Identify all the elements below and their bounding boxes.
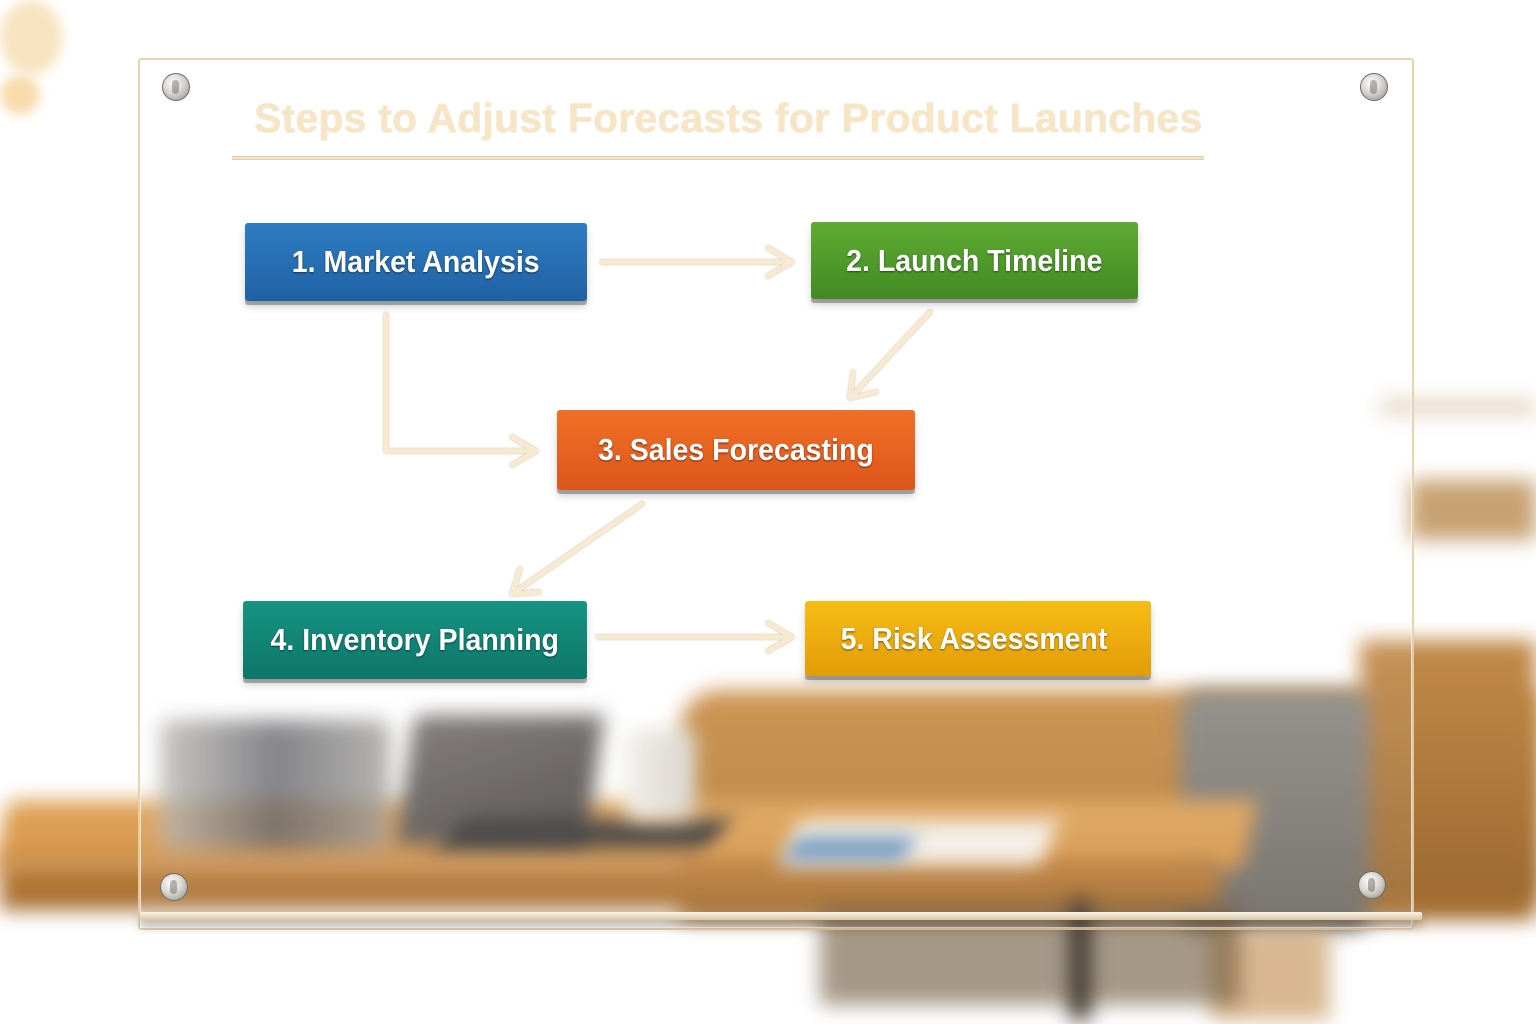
glass-panel (138, 58, 1414, 930)
background-object (1410, 480, 1536, 540)
desk-edge (0, 860, 1220, 910)
coffee-mug (625, 730, 695, 820)
standoff-screw-icon (1360, 73, 1388, 101)
step-label: 5. Risk Assessment (840, 620, 1108, 656)
background-shelf (1380, 400, 1536, 414)
panel-ledge (140, 912, 1422, 920)
step-label: 3. Sales Forecasting (598, 432, 874, 467)
step-label: 4. Inventory Planning (270, 622, 560, 657)
desk-leg (1070, 900, 1090, 1020)
standoff-screw-icon (160, 873, 188, 901)
step-sales-forecasting: 3. Sales Forecasting (557, 410, 915, 490)
title-underline (232, 156, 1204, 160)
standoff-screw-icon (162, 73, 190, 101)
step-market-analysis: 1. Market Analysis (245, 223, 587, 301)
desk-organizer (160, 720, 390, 850)
step-label: 2. Launch Timeline (846, 242, 1103, 278)
step-label: 1. Market Analysis (292, 244, 540, 279)
diagram-title: Steps to Adjust Forecasts for Product La… (254, 95, 1203, 141)
ceiling-light-icon (0, 0, 62, 75)
ceiling-light-icon (0, 75, 40, 115)
step-risk-assessment: 5. Risk Assessment (805, 601, 1151, 676)
desk-shadow (820, 905, 1240, 1005)
step-launch-timeline: 2. Launch Timeline (811, 222, 1138, 299)
wood-cabinet (1360, 640, 1536, 900)
step-inventory-planning: 4. Inventory Planning (243, 601, 587, 679)
standoff-screw-icon (1358, 871, 1386, 899)
